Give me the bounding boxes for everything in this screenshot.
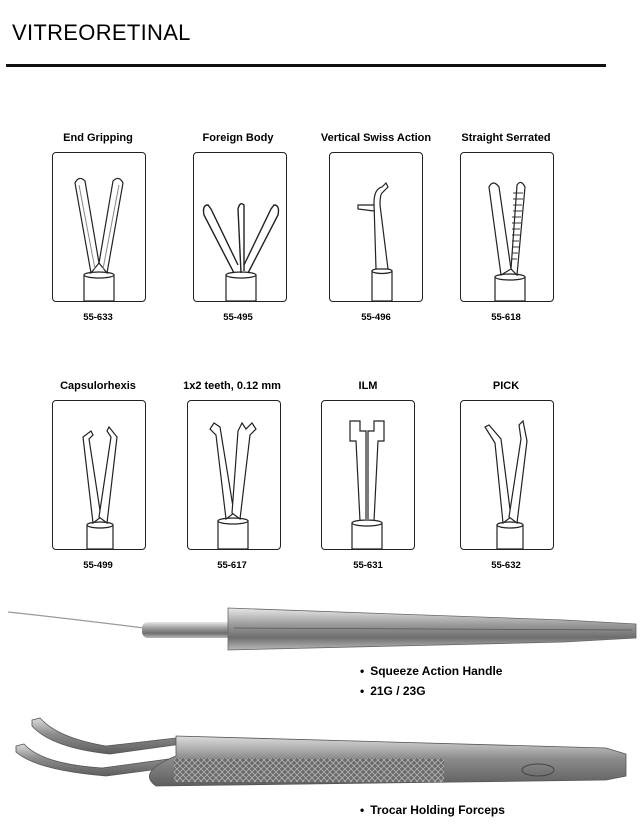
instrument-code: 55-499	[83, 560, 113, 571]
straight-serrated-tip-icon	[488, 181, 526, 301]
instrument-illustration	[52, 152, 146, 302]
instrument-code: 55-632	[491, 560, 521, 571]
forceps-feature: Trocar Holding Forceps	[360, 803, 505, 817]
end-gripping-tip-icon	[74, 177, 124, 301]
instrument-illustration	[329, 152, 423, 302]
instrument-illustration	[193, 152, 287, 302]
instrument-illustration	[52, 400, 146, 550]
teeth-tip-icon	[209, 421, 257, 549]
ilm-tip-icon	[349, 420, 385, 549]
instrument-name: End Gripping	[63, 132, 133, 144]
instrument-name: Vertical Swiss Action	[320, 132, 432, 144]
pick-tip-icon	[484, 419, 528, 549]
instrument-name: PICK	[492, 380, 520, 392]
instrument-code: 55-495	[223, 312, 253, 323]
title-divider	[6, 64, 606, 67]
instrument-code: 55-633	[83, 312, 113, 323]
instrument-name: ILM	[358, 380, 378, 392]
trocar-forceps-image	[6, 712, 636, 796]
instrument-name: Capsulorhexis	[60, 380, 136, 392]
instrument-code: 55-496	[361, 312, 391, 323]
handle-feature: 21G / 23G	[360, 684, 425, 698]
page-title: VITREORETINAL	[12, 20, 191, 45]
vertical-swiss-action-tip-icon	[357, 181, 393, 301]
instrument-illustration	[460, 400, 554, 550]
instrument-code: 55-618	[491, 312, 521, 323]
squeeze-handle-icon	[7, 607, 637, 651]
instrument-illustration	[321, 400, 415, 550]
trocar-forceps-icon	[15, 717, 627, 787]
squeeze-handle-image	[4, 598, 640, 658]
instrument-illustration	[460, 152, 554, 302]
instrument-name: 1x2 teeth, 0.12 mm	[183, 380, 281, 392]
foreign-body-tip-icon	[202, 202, 280, 301]
instrument-name: Foreign Body	[202, 132, 274, 144]
capsulorhexis-tip-icon	[82, 425, 118, 549]
handle-feature: Squeeze Action Handle	[360, 664, 502, 678]
instrument-code: 55-631	[353, 560, 383, 571]
instrument-illustration	[187, 400, 281, 550]
instrument-code: 55-617	[217, 560, 247, 571]
instrument-name: Straight Serrated	[461, 132, 551, 144]
